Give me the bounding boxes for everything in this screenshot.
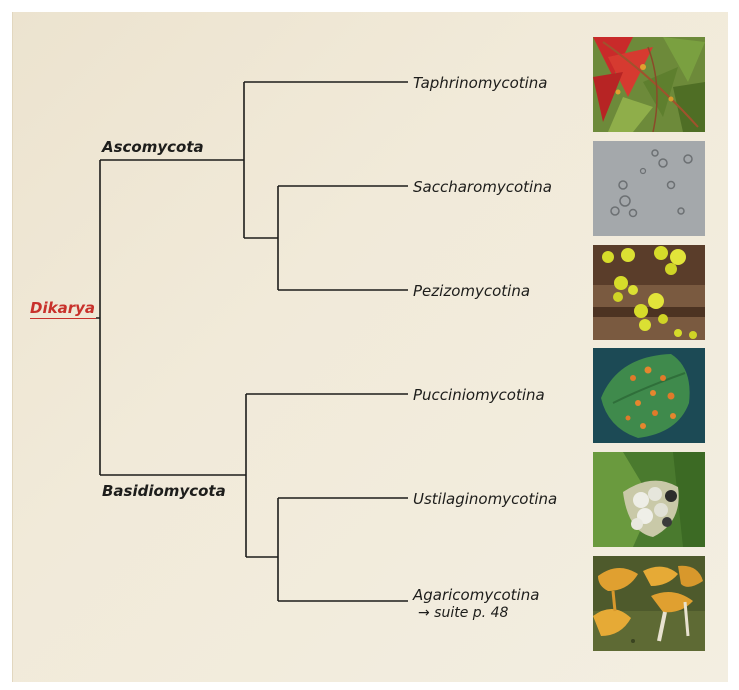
taxon-label-ustilaginomycotina: Ustilaginomycotina — [413, 490, 558, 508]
taxon-label-saccharomycotina: Saccharomycotina — [413, 178, 552, 196]
red-leaves-with-fungus-photo — [593, 37, 705, 132]
taxon-label-agaricomycotina: Agaricomycotina — [413, 586, 540, 604]
root-label-underline — [30, 318, 96, 319]
yellow-cup-fungi-photo — [593, 245, 705, 340]
taxon-label-pucciniomycotina: Pucciniomycotina — [413, 386, 545, 404]
yeast-cells-microscope-photo — [593, 141, 705, 236]
clade-label-basidiomycota: Basidiomycota — [102, 482, 226, 500]
taxon-label-taphrinomycotina: Taphrinomycotina — [413, 74, 548, 92]
leaf-rust-spots-photo — [593, 348, 705, 443]
taxon-label-pezizomycotina: Pezizomycotina — [413, 282, 531, 300]
corn-smut-galls-photo — [593, 452, 705, 547]
branch-root — [96, 160, 101, 475]
cross-reference-note: → suite p. 48 — [418, 605, 509, 621]
root-label-dikarya: Dikarya — [30, 299, 95, 317]
clade-label-ascomycota: Ascomycota — [102, 138, 204, 156]
chanterelle-mushrooms-photo — [593, 556, 705, 651]
